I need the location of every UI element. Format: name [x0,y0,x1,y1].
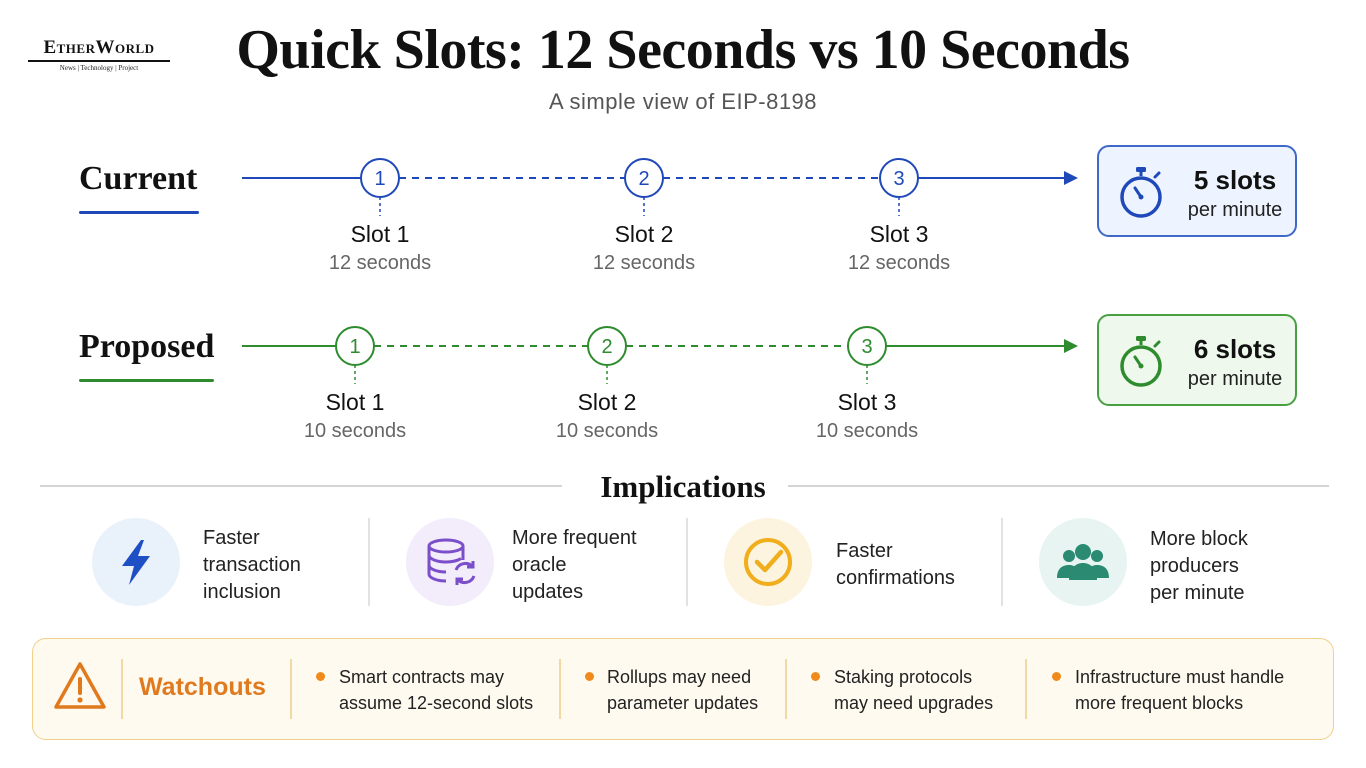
proposed-slot-3-name: Slot 3 [837,389,897,415]
current-slot-1-duration: 12 seconds [328,252,432,274]
proposed-node-1 [335,326,375,366]
page-title: Quick Slots: 12 Seconds vs 10 Seconds [236,19,1130,81]
implication-3-text: Faster confirmations [836,540,955,589]
proposed-underline [79,379,214,382]
watchouts-divider-0 [121,659,123,719]
stopwatch-icon [1120,167,1162,218]
watchouts-divider-3 [785,659,787,719]
implication-divider-3 [1001,518,1003,606]
implication-2-icon-badge [406,518,494,606]
proposed-slot-2-duration: 10 seconds [555,420,659,442]
implications-rule-right [788,485,1329,487]
implication-2-text: More frequent oracle updates [512,527,637,603]
implication-4-text: More block producers per minute [1150,528,1248,604]
implications-title: Implications [600,469,766,504]
proposed-node-2-number: 2 [601,336,612,358]
watchouts-divider-2 [559,659,561,719]
implication-divider-1 [368,518,370,606]
implication-3-icon-badge [724,518,812,606]
check-circle-icon [744,538,792,586]
watchout-3-bullet [811,672,820,681]
current-slot-3-duration: 12 seconds [847,252,951,274]
proposed-timeline [242,326,1078,384]
proposed-slot-1-duration: 10 seconds [303,420,407,442]
current-slot-1-name: Slot 1 [350,221,410,247]
implication-1-text: Faster transaction inclusion [203,527,301,603]
current-node-3-number: 3 [893,168,904,190]
watchout-3-text: Staking protocols may need upgrades [834,667,994,713]
proposed-rate-box: 6 slots per minute [1097,314,1297,406]
current-rate-unit: per minute [1187,199,1283,221]
current-node-2 [624,158,664,198]
current-slot-2-name: Slot 2 [614,221,674,247]
proposed-node-1-number: 1 [349,336,360,358]
watchout-4-bullet [1052,672,1061,681]
watchouts-divider-4 [1025,659,1027,719]
stopwatch-icon [1120,336,1162,387]
watchouts-title: Watchouts [139,673,266,701]
current-label: Current [79,160,198,197]
proposed-slot-1-name: Slot 1 [325,389,385,415]
watchouts-divider-1 [290,659,292,719]
watchout-1-text: Smart contracts may assume 12-second slo… [339,667,534,713]
watchout-1-bullet [316,672,325,681]
proposed-node-3 [847,326,887,366]
lightning-icon [122,540,150,585]
current-rate-value: 5 slots [1193,165,1277,195]
proposed-slot-2-name: Slot 2 [577,389,637,415]
logo-wordmark: EtherWorld [43,37,155,58]
watchout-2-bullet [585,672,594,681]
current-node-3 [879,158,919,198]
watchout-4-text: Infrastructure must handle more frequent… [1075,667,1285,713]
watchouts-panel [32,638,1334,740]
current-slot-3-name: Slot 3 [869,221,929,247]
implication-1-icon-badge [92,518,180,606]
logo-rule [28,60,170,62]
etherworld-logo: EtherWorld News | Technology | Project [28,38,170,73]
warning-icon [54,662,106,709]
implication-divider-2 [686,518,688,606]
proposed-node-3-number: 3 [861,336,872,358]
current-node-1 [360,158,400,198]
watchout-2-text: Rollups may need parameter updates [607,667,759,713]
page-subtitle: A simple view of EIP-8198 [548,89,818,114]
current-arrowhead [1064,171,1078,185]
database-refresh-icon [427,538,476,585]
current-slot-2-duration: 12 seconds [592,252,696,274]
proposed-rate-unit: per minute [1187,368,1283,390]
current-node-2-number: 2 [638,168,649,190]
proposed-arrowhead [1064,339,1078,353]
current-node-1-number: 1 [374,168,385,190]
proposed-rate-value: 6 slots [1193,334,1277,364]
users-icon [1057,544,1109,580]
logo-tagline: News | Technology | Project [59,63,139,72]
implication-4-icon-badge [1039,518,1127,606]
proposed-slot-3-duration: 10 seconds [815,420,919,442]
current-rate-box: 5 slots per minute [1097,145,1297,237]
current-timeline [242,158,1078,216]
current-underline [79,211,199,214]
implications-rule-left [40,485,562,487]
proposed-label: Proposed [79,328,215,365]
proposed-node-2 [587,326,627,366]
